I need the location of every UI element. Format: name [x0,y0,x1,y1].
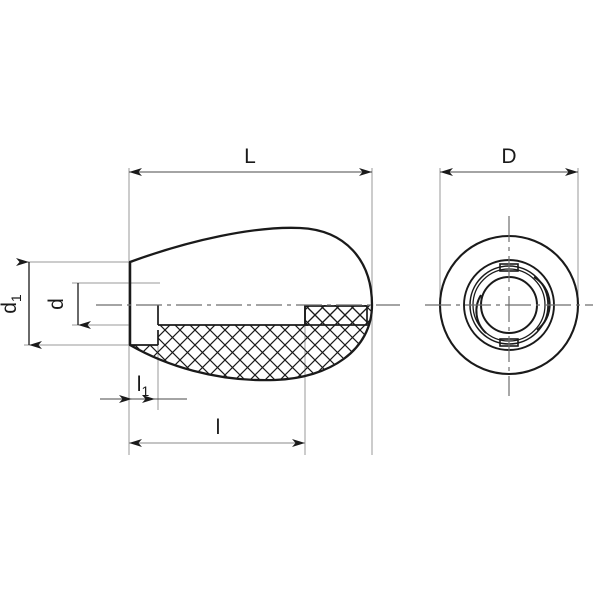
dimension-d: d [45,283,91,329]
dimension-l-label: l [216,416,221,439]
knob-body [128,226,374,382]
knob-outline [128,226,374,382]
dimension-D: D [440,145,578,176]
dimension-d1-label: d1 [0,294,24,314]
dimension-l1: l1 [100,373,187,403]
side-section-view: L [0,145,400,455]
dimension-l1-label: l1 [137,373,150,399]
dimension-L-label: L [244,145,256,168]
dimension-L: L [129,145,372,176]
end-extension-lines [439,168,579,300]
dimension-l: l [129,416,305,447]
front-end-view: D [425,145,593,396]
dimension-d1: d1 [0,258,42,349]
threaded-insert [304,305,368,326]
dimension-D-label: D [501,145,516,168]
dimension-d-label: d [45,298,68,310]
insert-knurl-arcs [475,276,551,334]
